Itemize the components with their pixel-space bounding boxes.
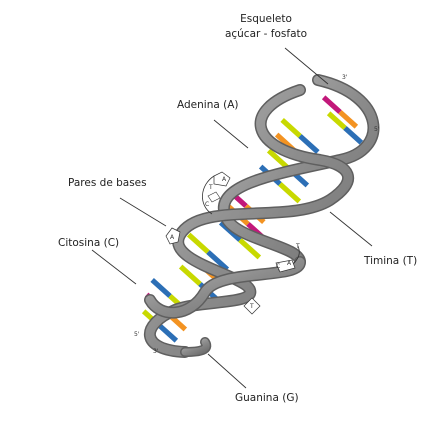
base-letter-c-middle: C [276,263,280,270]
base-letter-a-loose: A [170,234,175,241]
schematic-pair-middle: T C A [275,243,300,273]
loose-base-a: A [165,227,181,245]
schematic-pair-top: A T C [202,171,231,215]
sugar-phosphate-backbones [143,74,380,358]
base-letter-t-middle: T [295,243,300,250]
adenine-label: Adenina (A) [177,99,239,111]
loose-base-t: T [243,297,261,315]
strand-end-bottom-three: 3' [153,348,159,355]
adenine-leader-line [213,119,249,149]
base-letter-t-top: T [208,184,213,191]
thymine-label: Timina (T) [364,255,418,267]
cytosine-leader-line [91,249,137,285]
guanine-label: Guanina (G) [235,392,299,404]
base-letter-a-top: A [222,176,227,183]
base-pairs-leader-line [119,197,167,227]
strand-end-bottom-five: 5' [134,331,140,338]
base-letter-a-middle: A [287,260,292,267]
backbone-label-line2: açúcar - fosfato [224,28,308,40]
strand-end-top-three: 3' [342,74,348,81]
backbone-leader-line [284,47,329,85]
strand-end-top-five: 5' [374,126,380,133]
base-letter-t-loose: T [249,303,254,310]
leader-lines [91,47,373,389]
backbone-label-line1: Esqueleto [240,13,292,25]
guanine-leader-line [207,353,247,389]
base-letter-c-top: C [205,201,209,208]
thymine-leader-line [329,211,373,247]
cytosine-label: Citosina (C) [58,237,120,249]
base-pairs-label: Pares de bases [68,177,147,189]
